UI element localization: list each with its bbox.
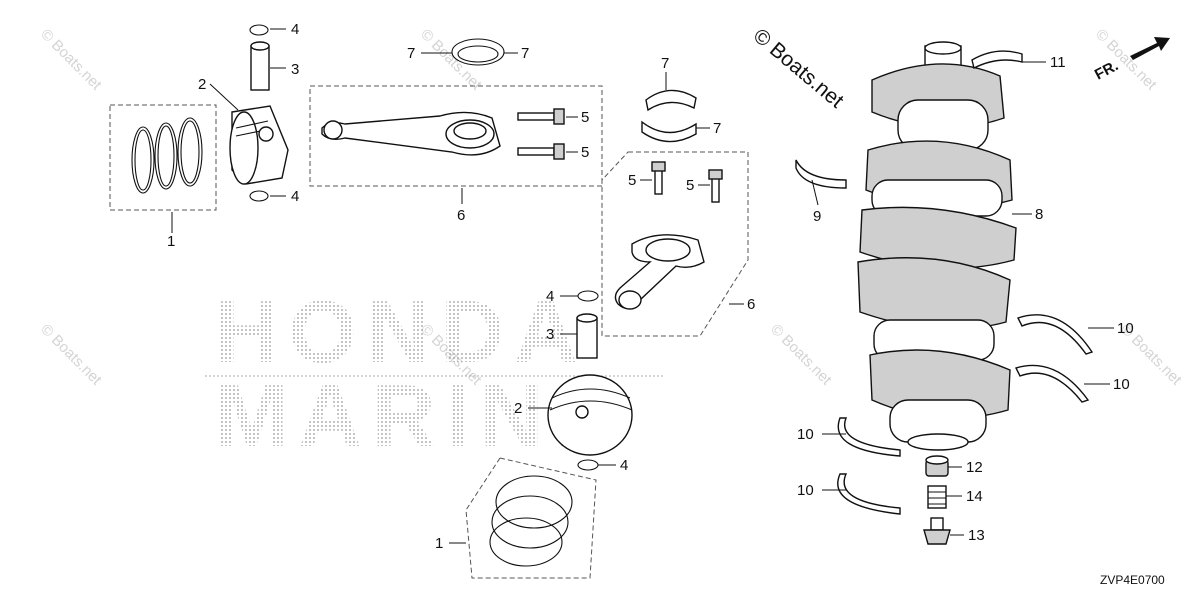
pulley-cap [925,455,949,477]
connecting-rod-lower [614,234,705,310]
front-arrow-icon [1130,37,1170,60]
connecting-rod-bolt [517,143,565,160]
connecting-rod-bolt [517,108,565,125]
callout-12: 12 [966,459,983,476]
callout-5: 5 [581,109,589,126]
main-bearing-lower [795,159,847,189]
piston-lower [547,374,633,456]
callout-2: 2 [514,400,522,417]
thrust-washer [837,417,901,457]
callout-7: 7 [661,55,669,72]
rod-bearing-right-pair [641,89,697,143]
thrust-washer [1015,364,1090,403]
connecting-rod-bolt [708,169,723,203]
callout-4: 4 [291,188,299,205]
thrust-washer [1017,314,1094,355]
watermark-text: © Boats.net [1092,26,1160,94]
spring [927,485,947,509]
callout-1: 1 [167,233,175,250]
callout-2: 2 [198,76,206,93]
callout-10: 10 [1113,376,1130,393]
callout-7: 7 [713,120,721,137]
ghost-brand: HONDA MARINE [205,282,665,465]
copyright-text: © Boats.net [749,24,848,112]
piston-ring-set-lower [489,475,573,567]
callout-6: 6 [747,296,755,313]
ghost-brand-line-1: HONDA [215,282,588,381]
plug-bolt [923,517,951,545]
main-bearing [971,50,1023,70]
callout-3: 3 [546,326,554,343]
callout-5: 5 [628,172,636,189]
connecting-rod-top [321,111,501,156]
piston-ring-set-box-lower [465,457,597,579]
leader-lines [171,28,1114,544]
thrust-washer [837,473,901,515]
rod-bearing-top-pair [451,38,505,66]
piston-pin-clip [249,24,269,36]
watermark-text: © Boats.net [37,26,105,94]
diagram-code: ZVP4E0700 [1100,573,1165,587]
ghost-brand-line-2: MARINE [215,366,622,465]
callout-13: 13 [968,527,985,544]
callout-6: 6 [457,207,465,224]
watermark-text: © Boats.net [767,321,835,389]
piston-pin-clip [249,190,269,202]
connecting-rod-bolt [651,161,666,195]
watermark-layer: © Boats.net © Boats.net © Boats.net © Bo… [37,26,1185,389]
callout-5: 5 [581,144,589,161]
callout-4: 4 [620,457,628,474]
piston-ring-set-box [109,104,217,211]
connecting-rod-box-top [309,85,603,187]
callout-labels: 1 1 2 2 3 3 4 4 4 4 5 5 5 5 6 6 7 7 7 7 … [167,21,1134,552]
callout-5: 5 [686,177,694,194]
piston-ring-set-top [131,117,203,194]
callout-10: 10 [797,426,814,443]
callout-4: 4 [546,288,554,305]
connecting-rod-box-lower [601,151,749,337]
callout-14: 14 [966,488,983,505]
piston-pin-top [250,41,270,91]
callout-9: 9 [813,208,821,225]
callout-10: 10 [1117,320,1134,337]
callout-3: 3 [291,61,299,78]
callout-4: 4 [291,21,299,38]
callout-1: 1 [435,535,443,552]
callout-10: 10 [797,482,814,499]
watermark-text: © Boats.net [417,26,485,94]
callout-7: 7 [521,45,529,62]
crankshaft [857,41,1017,451]
piston-pin-lower [576,313,598,359]
callout-7: 7 [407,45,415,62]
callout-8: 8 [1035,206,1043,223]
piston-top [229,105,289,185]
watermark-text: © Boats.net [37,321,105,389]
callout-11: 11 [1050,54,1066,71]
